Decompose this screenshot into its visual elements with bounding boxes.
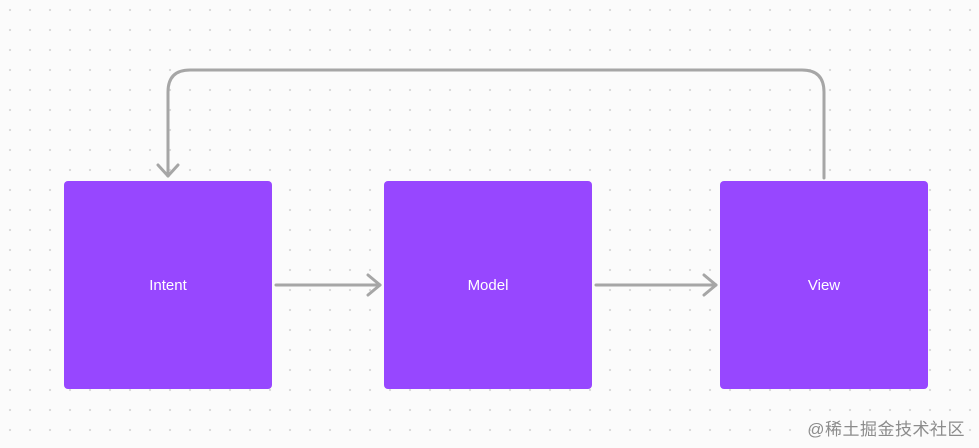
intent-node[interactable]: Intent	[64, 181, 272, 389]
model-node[interactable]: Model	[384, 181, 592, 389]
watermark: @稀土掘金技术社区	[807, 420, 965, 439]
view-node-label: View	[807, 276, 841, 294]
view-node[interactable]: View	[720, 181, 928, 389]
model-node-label: Model	[467, 276, 509, 294]
arrow-model-to-view	[594, 273, 718, 297]
arrow-intent-to-model	[274, 273, 382, 297]
intent-node-label: Intent	[149, 276, 187, 294]
arrow-view-to-intent	[156, 68, 826, 180]
